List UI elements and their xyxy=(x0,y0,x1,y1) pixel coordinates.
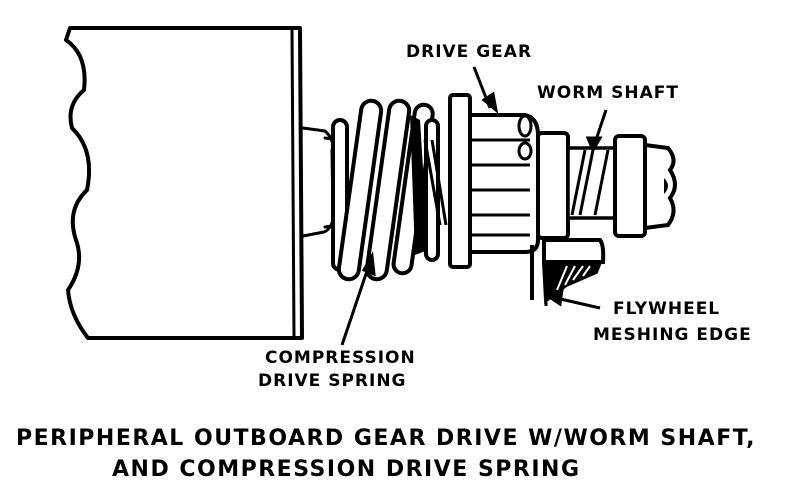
shaft-end xyxy=(643,142,677,231)
flywheel xyxy=(530,238,606,304)
flywheel-label-line1: FLYWHEEL xyxy=(613,299,721,319)
gear-collar xyxy=(536,131,570,240)
worm-shaft-label: WORM SHAFT xyxy=(537,83,679,103)
spring-label-line2: DRIVE SPRING xyxy=(258,371,407,391)
housing-end-plate xyxy=(290,28,296,338)
flywheel-label-line2: MESHING EDGE xyxy=(593,325,752,345)
drive-gear-label: DRIVE GEAR xyxy=(406,42,533,62)
spring-leader xyxy=(340,261,372,346)
caption-line1: PERIPHERAL OUTBOARD GEAR DRIVE W/WORM SH… xyxy=(16,426,756,451)
drive-hub xyxy=(301,126,335,238)
spring-end-shading xyxy=(410,115,428,255)
caption-line2: AND COMPRESSION DRIVE SPRING xyxy=(112,457,581,482)
compression-drive-spring xyxy=(331,98,440,282)
gear-flange xyxy=(448,93,472,269)
spring-label-line1: COMPRESSION xyxy=(265,348,416,368)
shaft-nut xyxy=(613,134,647,238)
motor-housing xyxy=(64,26,304,340)
drive-gear xyxy=(468,113,540,254)
flywheel-leader xyxy=(555,296,601,310)
